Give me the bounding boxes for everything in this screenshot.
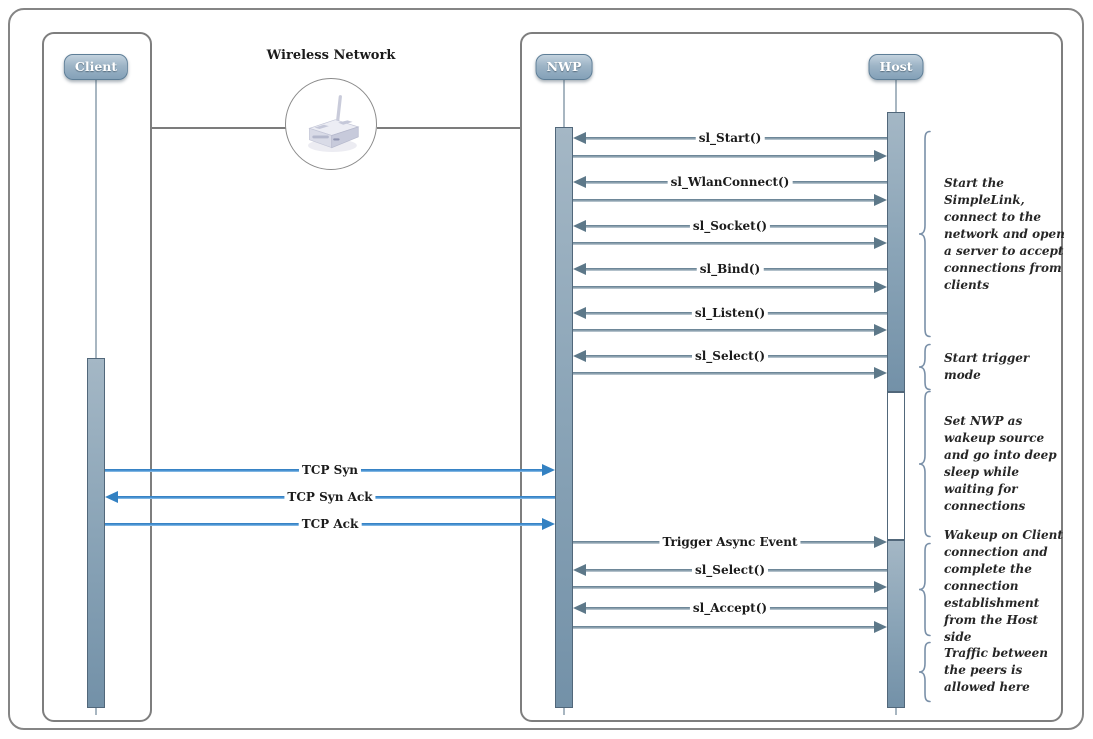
arrowhead-right-icon	[874, 324, 887, 336]
message-arrow-response	[573, 581, 887, 593]
arrow-shaft	[573, 155, 876, 158]
network-connector-right	[377, 127, 520, 129]
arrowhead-right-icon	[874, 194, 887, 206]
arrowhead-right-icon	[874, 536, 887, 548]
arrow-shaft	[573, 199, 876, 202]
message-arrow-sl-select-1: sl_Select()	[573, 349, 887, 363]
network-connector-left	[152, 127, 286, 129]
message-label: sl_Bind()	[696, 262, 764, 276]
message-label: TCP Ack	[298, 517, 362, 531]
nwp-activation-bar	[555, 127, 573, 708]
host-activation-bar-top	[887, 112, 905, 392]
arrowhead-right-icon	[874, 150, 887, 162]
message-arrow-sl-listen: sl_Listen()	[573, 306, 887, 320]
message-label: sl_Accept()	[689, 601, 771, 615]
arrowhead-left-icon	[573, 564, 586, 576]
message-label: sl_Listen()	[691, 306, 769, 320]
arrowhead-right-icon	[874, 281, 887, 293]
client-lifeline	[95, 80, 97, 358]
message-label: sl_Select()	[691, 349, 769, 363]
arrow-shaft	[573, 372, 876, 375]
annotation-wakeup: Wakeup on Client connection and complete…	[944, 527, 1063, 644]
message-arrow-tcp-ack: TCP Ack	[105, 517, 555, 531]
message-arrow-trigger-async-event: Trigger Async Event	[573, 535, 887, 549]
message-arrow-response	[573, 150, 887, 162]
annotation-deep-sleep: Set NWP as wakeup source and go into dee…	[944, 414, 1057, 513]
curly-brace-icon	[918, 130, 931, 338]
message-label: Trigger Async Event	[659, 535, 801, 549]
client-lifeline-stub	[95, 708, 97, 715]
message-arrow-response	[573, 367, 887, 379]
arrowhead-left-icon	[573, 132, 586, 144]
message-label: TCP Syn	[298, 463, 362, 477]
client-activation-bar	[87, 358, 105, 708]
arrowhead-right-icon	[874, 237, 887, 249]
curly-brace-icon	[918, 390, 931, 538]
arrow-shaft	[573, 329, 876, 332]
curly-brace-icon	[918, 343, 931, 391]
arrowhead-left-icon	[573, 307, 586, 319]
arrowhead-left-icon	[573, 263, 586, 275]
message-arrow-sl-select-2: sl_Select()	[573, 563, 887, 577]
arrowhead-right-icon	[542, 464, 555, 476]
nwp-lifeline-stub	[563, 708, 565, 715]
curly-brace-icon	[918, 542, 931, 637]
arrow-shaft	[573, 286, 876, 289]
message-arrow-response	[573, 237, 887, 249]
message-arrow-sl-accept: sl_Accept()	[573, 601, 887, 615]
wireless-network-node	[285, 78, 377, 170]
message-arrow-tcp-syn: TCP Syn	[105, 463, 555, 477]
message-label: sl_Select()	[691, 563, 769, 577]
annotation-traffic-allowed: Traffic between the peers is allowed her…	[944, 645, 1049, 694]
message-arrow-response	[573, 194, 887, 206]
arrowhead-right-icon	[874, 367, 887, 379]
entity-badge-nwp: NWP	[535, 54, 593, 80]
arrowhead-left-icon	[573, 602, 586, 614]
message-arrow-response	[573, 621, 887, 633]
message-arrow-sl-start: sl_Start()	[573, 131, 887, 145]
host-activation-bar-bottom	[887, 540, 905, 708]
arrow-shaft	[573, 242, 876, 245]
annotation-start-trigger-mode: Start trigger mode	[944, 351, 1030, 382]
curly-brace-icon	[918, 641, 931, 703]
nwp-lifeline	[563, 80, 565, 127]
arrowhead-left-icon	[573, 350, 586, 362]
message-arrow-sl-wlanconnect: sl_WlanConnect()	[573, 175, 887, 189]
entity-badge-client: Client	[63, 54, 129, 80]
wireless-network-label: Wireless Network	[266, 48, 396, 63]
message-label: sl_WlanConnect()	[667, 175, 793, 189]
annotation-start-simplelink: Start the SimpleLink, connect to the net…	[944, 175, 1065, 292]
message-label: sl_Start()	[695, 131, 765, 145]
router-icon	[308, 95, 360, 152]
message-arrow-response	[573, 324, 887, 336]
arrowhead-left-icon	[573, 176, 586, 188]
message-arrow-sl-bind: sl_Bind()	[573, 262, 887, 276]
arrowhead-left-icon	[573, 220, 586, 232]
arrowhead-right-icon	[874, 581, 887, 593]
message-arrow-response	[573, 281, 887, 293]
arrow-shaft	[573, 586, 876, 589]
host-lifeline-stub	[895, 708, 897, 715]
arrowhead-left-icon	[105, 491, 118, 503]
arrow-shaft	[573, 626, 876, 629]
host-sleep-bar	[887, 392, 905, 540]
message-arrow-sl-socket: sl_Socket()	[573, 219, 887, 233]
message-label: sl_Socket()	[689, 219, 771, 233]
message-label: TCP Syn Ack	[284, 490, 376, 504]
arrowhead-right-icon	[542, 518, 555, 530]
arrowhead-right-icon	[874, 621, 887, 633]
entity-badge-host: Host	[868, 54, 924, 80]
message-arrow-tcp-syn-ack: TCP Syn Ack	[105, 490, 555, 504]
host-lifeline	[895, 80, 897, 112]
